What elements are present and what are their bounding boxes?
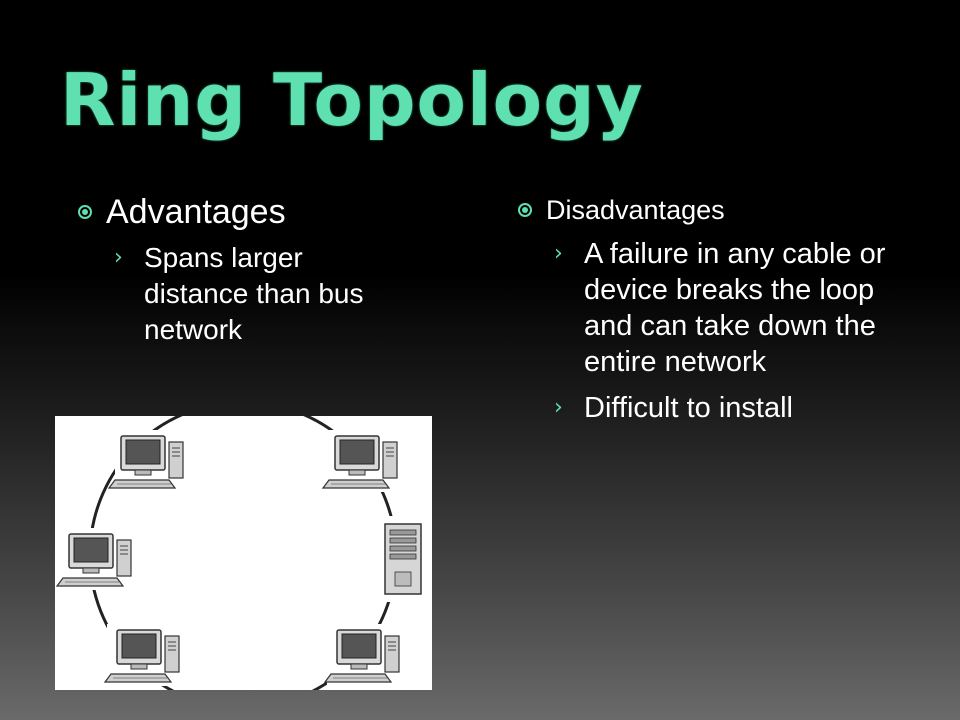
chevron-right-icon: › (114, 245, 123, 270)
computer-icon (108, 430, 189, 492)
circle-dot-icon (78, 205, 92, 219)
computer-icon (322, 430, 401, 492)
advantage-item-text: Spans larger distance than bus network (144, 242, 364, 345)
disadvantage-item: › A failure in any cable or device break… (554, 236, 898, 380)
disadvantages-column: Disadvantages › A failure in any cable o… (518, 192, 898, 426)
circle-dot-icon (518, 203, 532, 217)
chevron-right-icon: › (554, 241, 563, 266)
advantages-heading: Advantages (106, 193, 286, 231)
chevron-right-icon: › (554, 395, 563, 420)
computer-icon (324, 624, 411, 686)
computer-icon (104, 624, 191, 686)
advantage-item: › Spans larger distance than bus network (114, 240, 398, 348)
disadvantage-item: › Difficult to install (554, 390, 898, 426)
ring-topology-diagram (55, 416, 432, 690)
disadvantage-item-text: Difficult to install (584, 392, 793, 424)
computer-icon (56, 528, 141, 590)
advantages-column: Advantages › Spans larger distance than … (78, 190, 398, 348)
disadvantage-item-text: A failure in any cable or device breaks … (584, 238, 886, 378)
server-icon (377, 516, 427, 602)
slide-title: Ring Topology (60, 58, 644, 142)
advantages-heading-row: Advantages (78, 190, 398, 234)
disadvantages-heading: Disadvantages (546, 195, 725, 225)
disadvantages-heading-row: Disadvantages (518, 192, 898, 228)
